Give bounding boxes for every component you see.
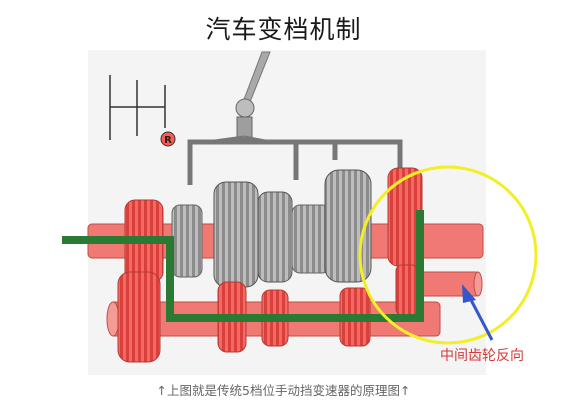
idler-gear bbox=[395, 264, 419, 316]
synchro-hub-1 bbox=[171, 204, 203, 278]
reverse-label: R bbox=[164, 135, 172, 146]
annotation-arrow bbox=[462, 284, 494, 341]
gear-gray-3 bbox=[257, 191, 293, 283]
shift-pattern bbox=[109, 75, 166, 140]
counter-gear-1 bbox=[117, 271, 161, 363]
power-flow-path bbox=[62, 210, 424, 322]
shift-fork-frame bbox=[187, 135, 403, 185]
reverse-highlight-circle bbox=[358, 165, 538, 345]
reverse-gear-marker: R bbox=[160, 131, 176, 147]
diagram-caption: ↑上图就是传统5档位手动挡变速器的原理图↑ bbox=[156, 383, 411, 398]
reverse-gear-annotation: 中间齿轮反向 bbox=[440, 348, 524, 364]
diagram-title: 汽车变档机制 bbox=[205, 15, 362, 44]
shift-lever bbox=[235, 51, 271, 140]
gear-gray-2 bbox=[213, 181, 259, 288]
synchro-hub-2 bbox=[291, 204, 331, 274]
